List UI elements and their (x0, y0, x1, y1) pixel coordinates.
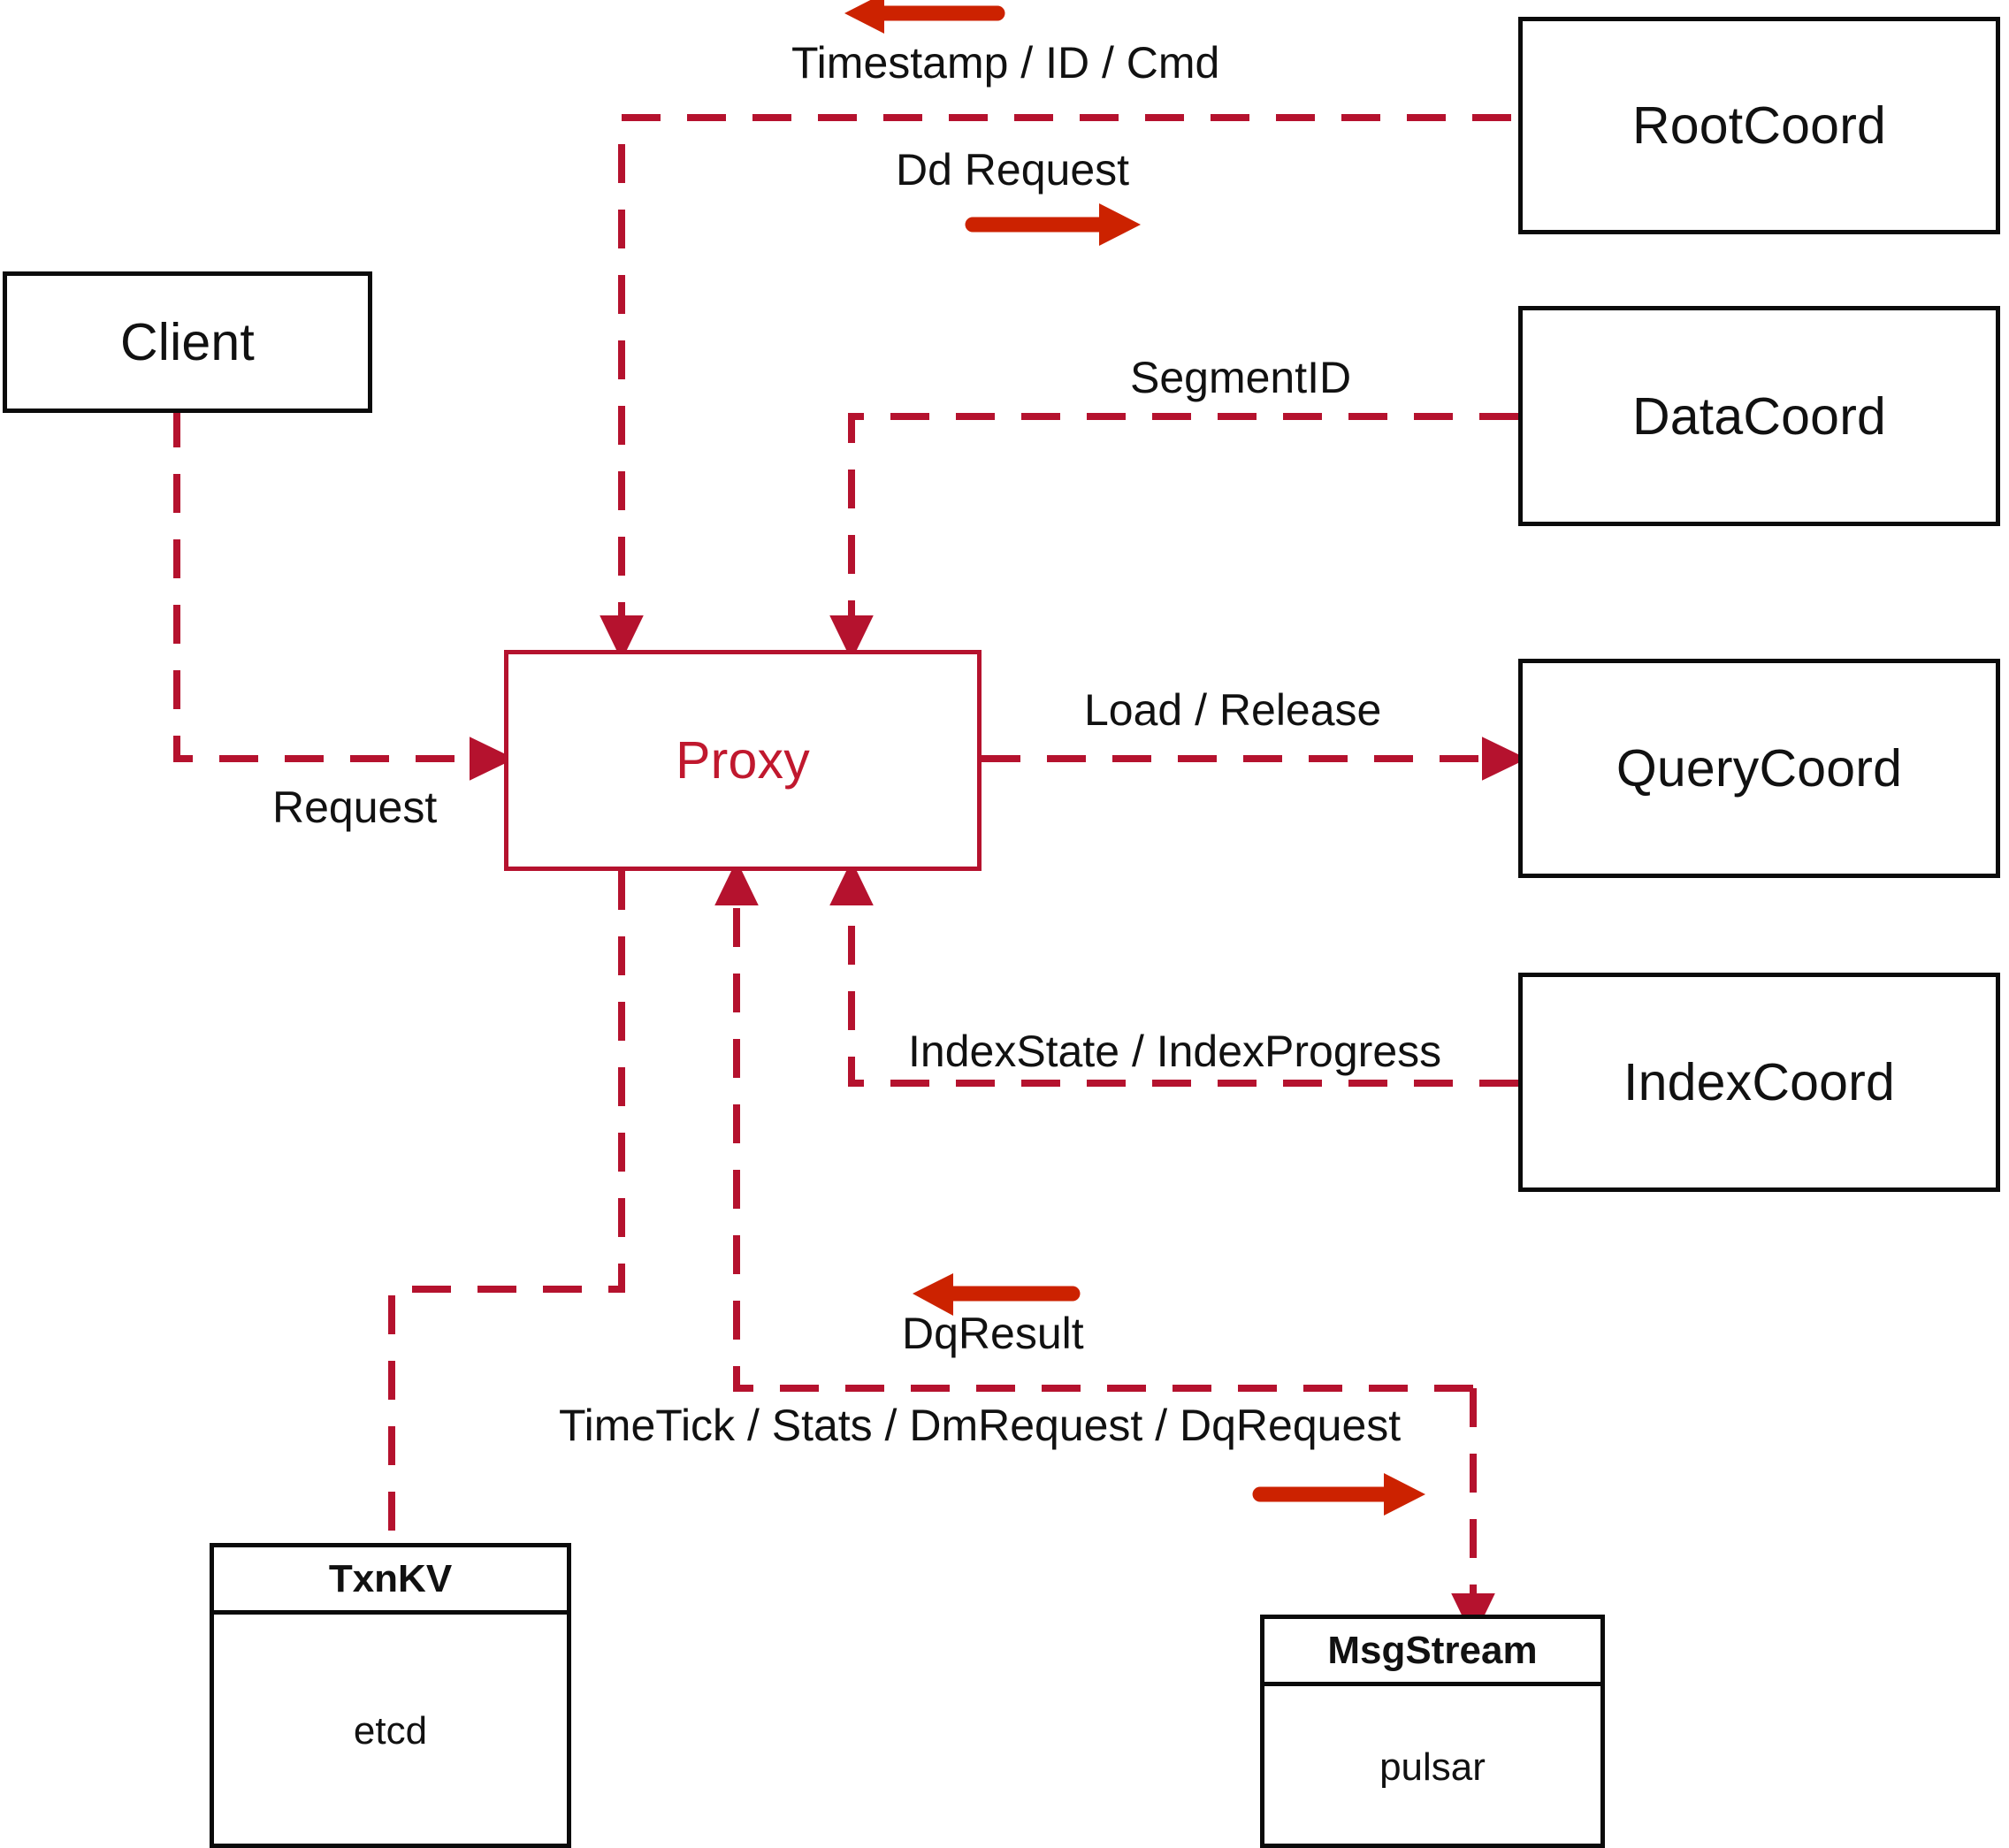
node-txnkv[interactable]: TxnKV etcd (210, 1543, 571, 1848)
node-rootcoord[interactable]: RootCoord (1518, 17, 2000, 234)
node-proxy[interactable]: Proxy (504, 650, 982, 871)
node-indexcoord[interactable]: IndexCoord (1518, 973, 2000, 1192)
node-msgstream[interactable]: MsgStream pulsar (1260, 1615, 1605, 1848)
edge-label-index-state-progress: IndexState / IndexProgress (908, 1027, 1442, 1076)
node-indexcoord-label: IndexCoord (1623, 1053, 1896, 1111)
edge-label-load-release: Load / Release (1084, 685, 1382, 735)
edge-label-segment-id: SegmentID (1130, 353, 1352, 402)
node-txnkv-title: TxnKV (214, 1547, 567, 1615)
node-proxy-label: Proxy (676, 731, 810, 790)
node-msgstream-title: MsgStream (1264, 1619, 1600, 1686)
node-datacoord[interactable]: DataCoord (1518, 306, 2000, 526)
edge-label-dq-result: DqResult (902, 1309, 1084, 1358)
wire-msgstream-to-proxy (714, 859, 1473, 1392)
node-querycoord[interactable]: QueryCoord (1518, 659, 2000, 878)
edge-label-timetick-stats: TimeTick / Stats / DmRequest / DqRequest (559, 1401, 1402, 1450)
node-datacoord-label: DataCoord (1631, 386, 1887, 446)
node-msgstream-body: pulsar (1379, 1745, 1486, 1789)
node-client[interactable]: Client (3, 271, 372, 413)
node-rootcoord-label: RootCoord (1631, 96, 1887, 155)
edge-label-dd-request: Dd Request (896, 145, 1130, 195)
edge-label-timestamp-id-cmd: Timestamp / ID / Cmd (791, 38, 1220, 88)
node-client-label: Client (119, 313, 256, 371)
wire-rootcoord-to-proxy (600, 114, 1511, 661)
node-txnkv-body: etcd (353, 1709, 428, 1753)
wire-datacoord-to-proxy (829, 413, 1518, 661)
direction-arrow-rightward-timetick (1252, 1473, 1425, 1516)
direction-arrow-rightward-dd-request (965, 203, 1141, 246)
edge-label-request: Request (272, 783, 438, 832)
wire-client-to-proxy (173, 409, 516, 781)
direction-arrow-leftward-timestamp (844, 0, 1005, 34)
node-querycoord-label: QueryCoord (1616, 739, 1903, 798)
